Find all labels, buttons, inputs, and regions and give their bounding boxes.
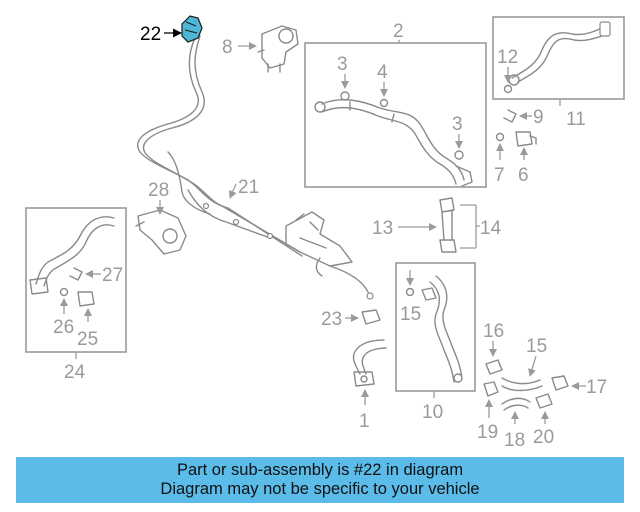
- callout-7: 9: [533, 107, 544, 128]
- leader-14: [460, 204, 480, 249]
- callout-20: 20: [533, 427, 554, 448]
- part-1-hose: [352, 339, 387, 387]
- part-17-clamp: [551, 375, 569, 391]
- callout-14: 14: [480, 218, 502, 239]
- callout-5: 6: [518, 165, 529, 186]
- part-8-housing: [257, 25, 299, 73]
- hose-assembly-21: [137, 35, 374, 300]
- caption-banner: Part or sub-assembly is #22 in diagram D…: [16, 457, 624, 503]
- part-25-sensor: [77, 291, 95, 307]
- part-5-sensor: [515, 131, 537, 147]
- callout-17: 17: [586, 377, 607, 398]
- group-box-11: [395, 262, 476, 392]
- part-7-clip: [503, 109, 517, 123]
- callout-21: 21: [238, 177, 259, 198]
- part-10-oring: [503, 84, 513, 94]
- leader-15: [528, 355, 537, 377]
- callout-13: 13: [372, 218, 393, 239]
- part-16-clamp: [485, 359, 503, 375]
- part-26-oring: [59, 287, 69, 297]
- callout-15: 15: [526, 336, 547, 357]
- callout-3-lower: 3: [452, 114, 463, 135]
- group-box-2: [304, 42, 487, 188]
- part-6-oring: [495, 132, 505, 142]
- callout-25: 25: [77, 329, 98, 350]
- callout-22: 22: [140, 24, 161, 45]
- callout-27: 27: [102, 265, 123, 286]
- callout-24: 24: [64, 362, 86, 383]
- callout-1: 1: [359, 411, 370, 432]
- leader-21: [229, 183, 237, 199]
- callout-26: 26: [53, 317, 74, 338]
- callout-16: 16: [483, 321, 504, 342]
- part-9-pipe: [508, 21, 611, 86]
- part-22-clip: [181, 15, 203, 43]
- callout-6: 7: [494, 165, 505, 186]
- caption-line-2: Diagram may not be specific to your vehi…: [160, 480, 480, 498]
- callout-3-upper: 3: [337, 54, 348, 75]
- part-28-pump: [135, 209, 187, 255]
- callout-28: 28: [148, 180, 169, 201]
- callout-4: 4: [377, 62, 388, 83]
- part-27-clip: [69, 267, 83, 281]
- part-4-oring: [379, 98, 389, 108]
- part-3-lower-oring: [454, 150, 464, 160]
- part-15-hose: [501, 377, 543, 392]
- group-box-9: [492, 16, 625, 100]
- part-18-hose: [501, 397, 531, 411]
- part-3-upper-oring: [340, 91, 350, 101]
- callout-18: 18: [504, 430, 525, 451]
- part-23-clip: [361, 309, 381, 325]
- caption-line-1: Part or sub-assembly is #22 in diagram: [176, 461, 464, 479]
- part-20-clamp: [535, 393, 553, 409]
- part-19-clamp: [483, 381, 499, 397]
- callout-9: 11: [566, 109, 586, 130]
- callout-12: 15: [400, 304, 421, 325]
- callout-8: 8: [222, 37, 233, 58]
- callout-2: 2: [393, 21, 404, 42]
- part-14-hose: [439, 197, 457, 253]
- callout-23: 23: [321, 309, 342, 330]
- part-12-oring: [405, 287, 415, 297]
- part-11-pipe: [421, 275, 463, 383]
- callout-11: 10: [422, 402, 443, 423]
- callout-19: 19: [477, 422, 498, 443]
- part-24-hose: [29, 216, 115, 295]
- callout-10: 12: [497, 47, 518, 68]
- part-2-pipe: [314, 98, 473, 187]
